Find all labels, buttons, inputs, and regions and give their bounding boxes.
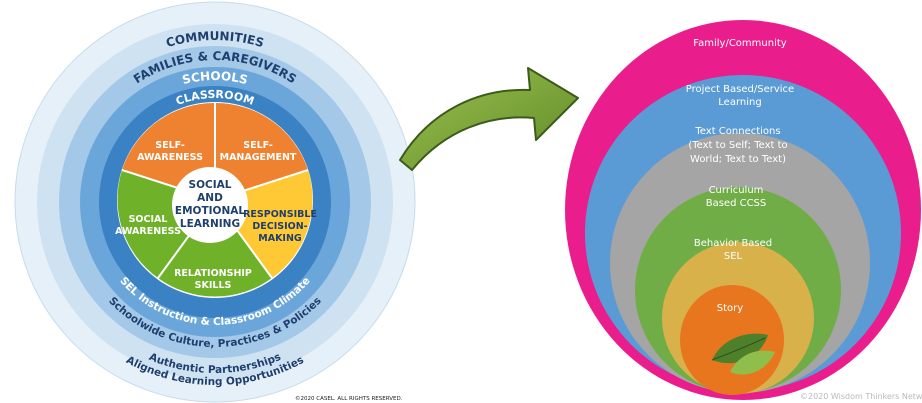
text-connections-label-3: World; Text to Text) — [690, 154, 786, 165]
core-circle — [172, 167, 248, 243]
responsible-line-3: MAKING — [258, 233, 302, 244]
story-label: Story — [717, 303, 743, 314]
social-awareness-line-1: SOCIAL — [129, 214, 168, 225]
wisdom-diagram: Family/Community Project Based/Service L… — [565, 20, 922, 401]
wisdom-copyright: ©2020 Wisdom Thinkers Netwo — [800, 392, 922, 401]
core-line-4: LEARNING — [180, 218, 240, 230]
text-connections-label-1: Text Connections — [694, 126, 780, 137]
family-community-label: Family/Community — [693, 38, 787, 49]
casel-copyright: ©2020 CASEL. ALL RIGHTS RESERVED. — [295, 395, 403, 402]
self-management-line-2: MANAGEMENT — [220, 152, 297, 163]
label-communities: COMMUNITIES — [164, 29, 265, 50]
core-line-2: AND — [197, 192, 223, 204]
self-awareness-line-2: AWARENESS — [137, 152, 203, 163]
relationship-line-1: RELATIONSHIP — [174, 268, 252, 279]
curriculum-label-1: Curriculum — [709, 185, 764, 196]
segment-self-management — [215, 102, 308, 200]
curriculum-label-2: Based CCSS — [706, 198, 767, 209]
label-schools: SCHOOLS — [181, 69, 249, 87]
social-awareness-line-2: AWARENESS — [115, 226, 181, 237]
self-awareness-line-1: SELF- — [155, 140, 185, 151]
segment-relationship-skills — [158, 200, 272, 297]
core-line-3: EMOTIONAL — [175, 205, 245, 217]
relationship-line-2: SKILLS — [195, 280, 232, 291]
leaf-icon — [711, 333, 775, 375]
label-classroom: CLASSROOM — [174, 88, 256, 108]
casel-wheel: SOCIAL AND EMOTIONAL LEARNING SELF- AWAR… — [14, 1, 416, 403]
self-management-line-1: SELF- — [243, 140, 273, 151]
behavior-label-2: SEL — [724, 251, 743, 262]
text-connections-label-2: (Text to Self; Text to — [688, 140, 787, 151]
behavior-label-1: Behavior Based — [694, 238, 772, 249]
responsible-line-2: DECISION- — [252, 221, 307, 232]
responsible-line-1: RESPONSIBLE — [243, 209, 317, 220]
project-label-1: Project Based/Service — [686, 84, 794, 95]
project-label-2: Learning — [718, 97, 761, 108]
core-line-1: SOCIAL — [189, 179, 232, 191]
curved-arrow-icon — [399, 67, 579, 171]
